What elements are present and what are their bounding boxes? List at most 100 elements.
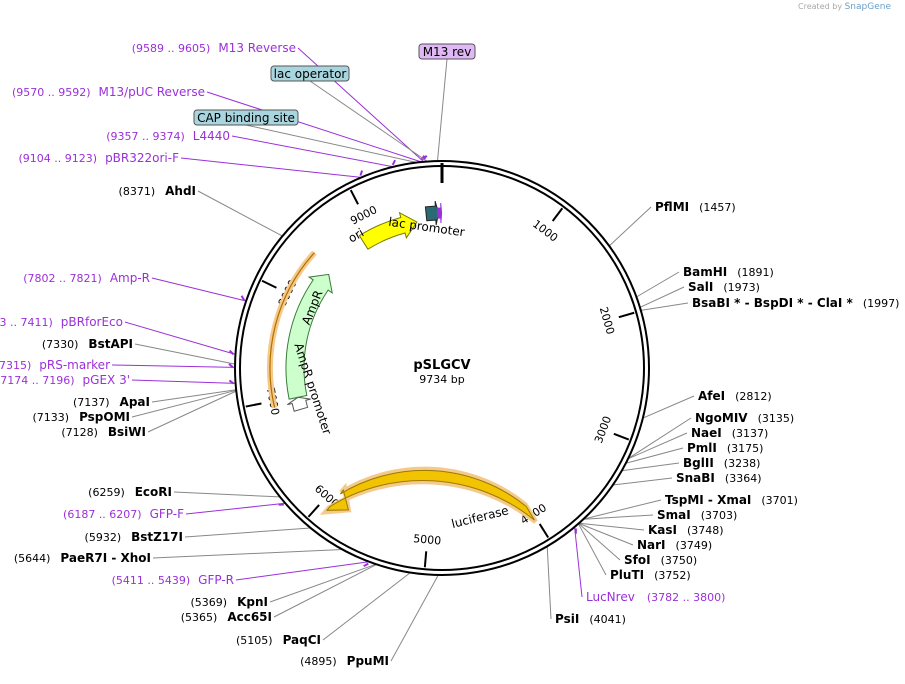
- leader-line: [577, 523, 607, 576]
- leader-line: [297, 47, 425, 163]
- primer-pgex-3: (7174 .. 7196)pGEX 3': [0, 373, 130, 387]
- leader-line: [437, 58, 448, 162]
- leader-line: [627, 432, 688, 460]
- leader-line: [639, 286, 685, 308]
- m13-rev-marker: [436, 202, 443, 224]
- enzyme-paer7i-xhoi: (5644)PaeR7I - XhoI: [14, 551, 151, 565]
- enzyme-bsiwi: (7128)BsiWI: [61, 425, 146, 439]
- m13-rev-box: [418, 43, 476, 60]
- leader-line: [636, 271, 680, 298]
- primer-pbrforeco: (7393 .. 7411)pBRforEco: [0, 315, 123, 329]
- ruler-tick: [551, 207, 564, 222]
- ruler-tick: [613, 432, 630, 441]
- leader-line: [245, 124, 417, 163]
- leader-line: [231, 135, 394, 168]
- plasmid-size: 9734 bp: [419, 373, 464, 386]
- leader-line: [131, 379, 236, 384]
- primer-amp-r: (7802 .. 7821)Amp-R: [23, 271, 150, 285]
- enzyme-ecori: (6259)EcoRI: [88, 485, 172, 499]
- luciferase-label: luciferase: [450, 503, 510, 531]
- leader-line: [574, 526, 583, 598]
- primer-gfp-f: (6187 .. 6207)GFP-F: [63, 507, 184, 521]
- enzyme-kasi: KasI(3748): [648, 523, 724, 537]
- enzyme-bstapi: (7330)BstAPI: [42, 337, 133, 351]
- plasmid-name: pSLGCV: [413, 358, 470, 373]
- ruler-label: 1000: [530, 217, 560, 244]
- primer-mark: [363, 562, 369, 567]
- enzyme-ahdi: (8371)AhdI: [119, 184, 196, 198]
- leader-line: [151, 389, 237, 403]
- primer-prs-marker: (7296 .. 7315)pRS-marker: [0, 358, 110, 372]
- cap-binding-site-box-label: CAP binding site: [197, 111, 295, 125]
- enzyme-pspomi: (7133)PspOMI: [32, 410, 130, 424]
- enzyme-ngomiv: NgoMIV(3135): [695, 411, 794, 425]
- leader-line: [206, 91, 422, 163]
- cap-binding-site-box: [193, 109, 299, 126]
- leader-line: [111, 364, 236, 368]
- leader-line: [269, 563, 377, 603]
- leader-line: [322, 572, 411, 641]
- ruler-tick: [261, 279, 277, 289]
- enzyme-bglii: BglII(3238): [683, 456, 760, 470]
- enzyme-naei: NaeI(3137): [691, 426, 768, 440]
- enzyme-sfoi: SfoI(3750): [624, 553, 697, 567]
- leader-line: [131, 389, 237, 418]
- primer-mark: [228, 363, 234, 369]
- ori-arrow: [358, 211, 418, 250]
- ruler-tick: [245, 402, 262, 408]
- leader-line: [625, 447, 684, 464]
- enzyme-apai: (7137)ApaI: [73, 395, 150, 409]
- enzyme-acc65i: (5365)Acc65I: [181, 610, 272, 624]
- ruler-tick: [538, 523, 550, 539]
- enzyme-pflmi: PflMI(1457): [655, 200, 736, 214]
- ruler-tick: [618, 311, 635, 319]
- primer-m13-puc-reverse: (9570 .. 9592)M13/pUC Reverse: [12, 85, 205, 99]
- leader-line: [578, 523, 621, 561]
- enzyme-paqci: (5105)PaqCI: [236, 633, 321, 647]
- ruler-tick: [307, 504, 320, 518]
- leader-line: [578, 522, 645, 531]
- primer-mark: [228, 349, 235, 356]
- leader-line: [627, 417, 692, 460]
- lac-operator-box-label: lac operator: [274, 67, 347, 81]
- enzyme-bstz17i: (5932)BstZ17I: [85, 530, 183, 544]
- leader-line: [151, 277, 247, 302]
- lac-operator-box: [270, 65, 350, 82]
- primer-pbr322ori-f: (9104 .. 9123)pBR322ori-F: [19, 151, 180, 165]
- leader-line: [152, 549, 343, 559]
- primer-mark: [240, 295, 246, 301]
- leader-line: [612, 477, 673, 486]
- ruler-label: 5000: [413, 532, 442, 547]
- leader-line: [147, 390, 237, 433]
- ampr-arrow: [285, 273, 333, 400]
- ruler-label: 9000: [348, 203, 379, 227]
- leader-line: [608, 206, 652, 247]
- leader-line: [583, 499, 662, 520]
- snapgene-credit: Created by SnapGene: [798, 2, 891, 12]
- enzyme-snabi: SnaBI(3364): [676, 471, 761, 485]
- leader-line: [124, 321, 236, 355]
- leader-line: [640, 302, 689, 311]
- primer-lucnrev: LucNrev(3782 .. 3800): [586, 590, 725, 604]
- enzyme-kpni: (5369)KpnI: [191, 595, 268, 609]
- leader-line: [621, 462, 680, 472]
- enzyme-bsabi-bspdi-clai: BsaBI * - BspDI * - ClaI *(1997): [692, 296, 899, 310]
- enzyme-afei: AfeI(2812): [698, 389, 772, 403]
- leader-line: [583, 514, 654, 520]
- ori-label: ori: [346, 226, 367, 246]
- luciferase-arrow: [325, 469, 535, 521]
- leader-line: [235, 561, 370, 581]
- primer-l4440: (9357 .. 9374)L4440: [106, 129, 230, 143]
- leader-line: [273, 563, 377, 618]
- leader-line: [197, 190, 283, 237]
- enzyme-nari: NarI(3749): [637, 538, 712, 552]
- enzyme-tspmi-xmai: TspMI - XmaI(3701): [665, 493, 798, 507]
- ruler-label: 2000: [597, 305, 617, 335]
- leader-line: [390, 574, 439, 662]
- primer-mark: [391, 159, 396, 166]
- leader-line: [134, 343, 236, 365]
- primer-mark: [228, 379, 235, 385]
- leader-line: [180, 157, 362, 178]
- primer-m13-reverse: (9589 .. 9605)M13 Reverse: [132, 41, 296, 55]
